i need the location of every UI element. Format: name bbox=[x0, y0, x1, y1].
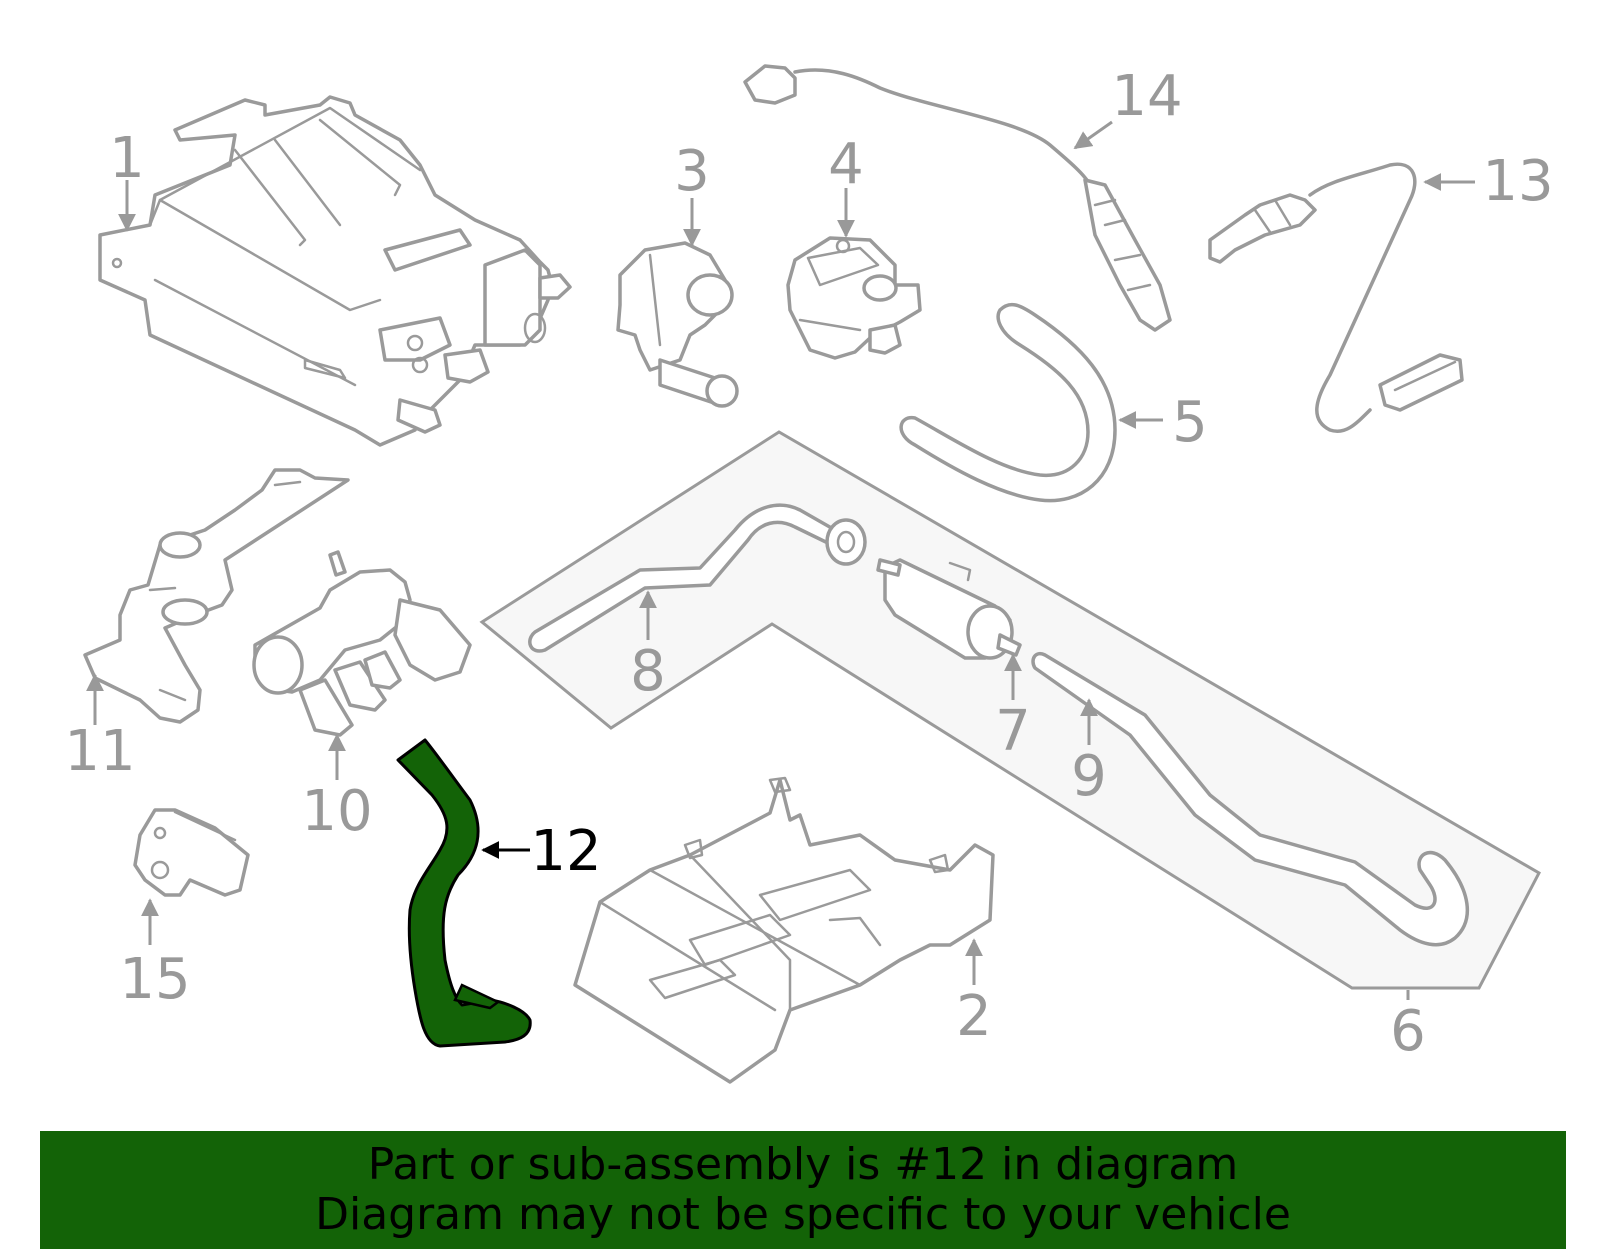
part-5-u-hose[interactable] bbox=[899, 302, 1117, 503]
banner-line-2: Diagram may not be specific to your vehi… bbox=[315, 1189, 1291, 1240]
callout-6: 6 bbox=[1390, 999, 1426, 1064]
info-banner: Part or sub-assembly is #12 in diagram D… bbox=[40, 1131, 1566, 1249]
part-15-sensor[interactable] bbox=[133, 808, 250, 897]
banner-line-1: Part or sub-assembly is #12 in diagram bbox=[367, 1139, 1239, 1190]
callout-9: 9 bbox=[1071, 744, 1107, 809]
callout-14-arrow bbox=[1073, 120, 1113, 150]
callout-5: 5 bbox=[1172, 390, 1208, 455]
part-9-hose[interactable] bbox=[1031, 652, 1470, 947]
parts-diagram: 1 2 3 4 5 6 7 8 9 10 11 12 13 14 15 bbox=[64, 64, 1554, 1084]
callout-8: 8 bbox=[630, 639, 666, 704]
callout-11: 11 bbox=[64, 719, 135, 784]
part-1-canister[interactable] bbox=[98, 95, 572, 447]
part-4-solenoid-valve[interactable] bbox=[786, 236, 922, 360]
callout-3: 3 bbox=[674, 139, 710, 204]
callout-1: 1 bbox=[109, 126, 145, 191]
part-3-purge-valve[interactable] bbox=[616, 241, 739, 408]
part-2-tray[interactable] bbox=[573, 776, 995, 1084]
part-12-highlighted-hose[interactable] bbox=[396, 738, 532, 1048]
part-10-vacuum-solenoid[interactable] bbox=[252, 550, 472, 737]
part-8-pipe[interactable] bbox=[528, 503, 867, 653]
callout-7: 7 bbox=[995, 699, 1031, 764]
part-14-oxygen-sensor[interactable] bbox=[743, 64, 1172, 332]
part-11-bracket[interactable] bbox=[83, 468, 350, 724]
callout-2: 2 bbox=[956, 984, 992, 1049]
callout-13: 13 bbox=[1482, 149, 1553, 214]
callout-15: 15 bbox=[119, 947, 190, 1012]
part-13-oxygen-sensor[interactable] bbox=[1208, 162, 1464, 433]
part-12-inner-highlight bbox=[453, 983, 501, 1010]
callout-10: 10 bbox=[301, 779, 372, 844]
callout-14: 14 bbox=[1111, 64, 1182, 129]
part-7-filter[interactable] bbox=[876, 558, 1022, 660]
callout-4: 4 bbox=[828, 132, 864, 197]
callout-12: 12 bbox=[530, 819, 601, 884]
